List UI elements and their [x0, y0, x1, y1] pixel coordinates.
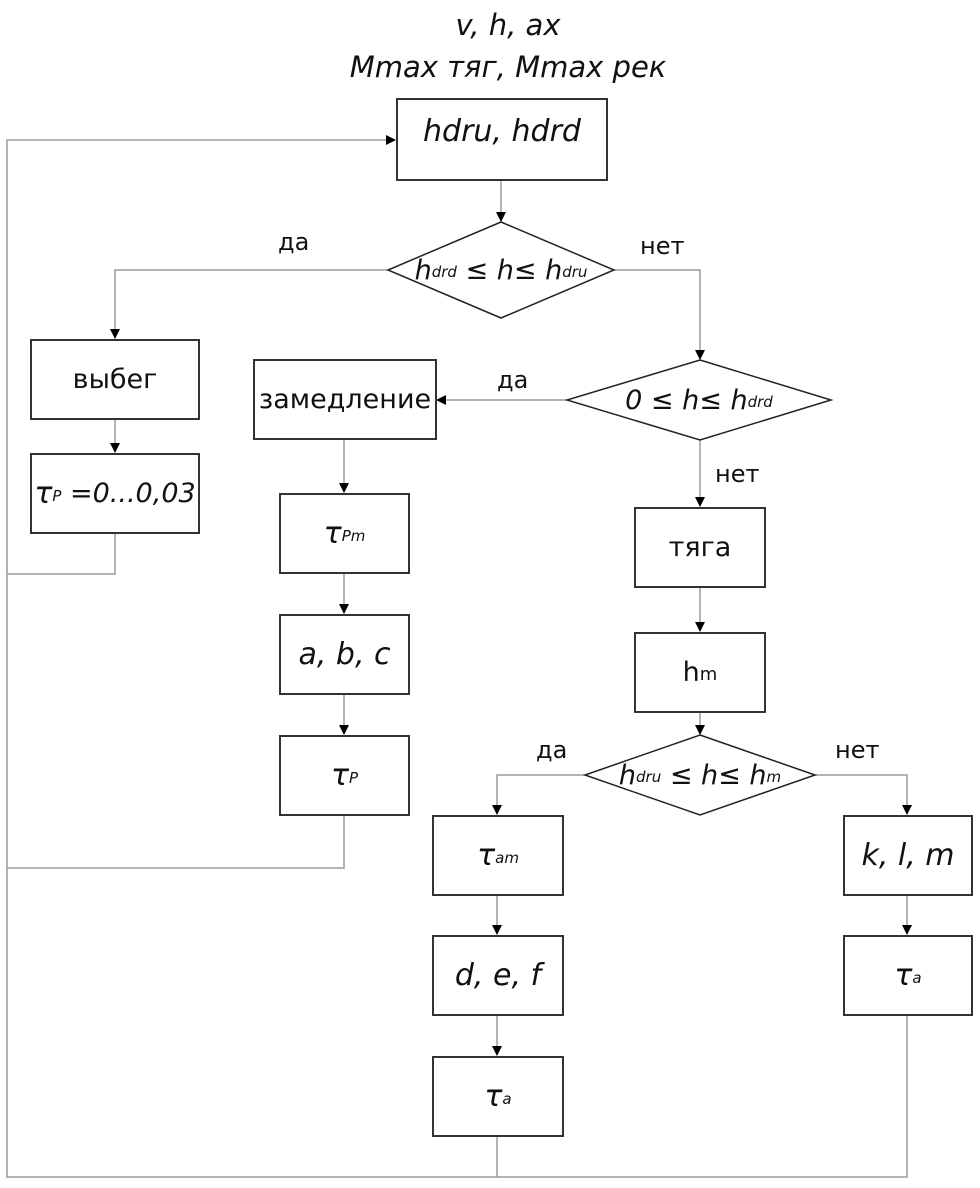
tau-symbol: τ: [477, 838, 496, 873]
tau-symbol: τ: [323, 516, 342, 551]
accel-coeffs-klm-box: k, l, m: [843, 815, 973, 896]
sub-drd: drd: [747, 393, 773, 411]
connector-decel-loop: [7, 815, 345, 869]
coast-tau-range: =0...0,03: [61, 478, 196, 509]
condition-lead: 0 ≤ h≤: [625, 384, 731, 416]
decision1-diamond: [386, 221, 616, 319]
sub-m: m: [699, 664, 718, 685]
tau-symbol: τ: [34, 476, 53, 511]
connector-decision3-no: [815, 774, 912, 815]
decision3-diamond: [582, 734, 818, 816]
operator: ≤ h≤: [456, 254, 546, 286]
operator: ≤ h≤: [661, 759, 750, 791]
decision2-diamond: [564, 359, 834, 441]
traction-box: тяга: [634, 507, 766, 588]
sub-pm: Pm: [341, 526, 366, 545]
inputs-line-1: v, h, ax: [455, 8, 561, 42]
thresholds-box: hdru, hdrd: [396, 98, 608, 181]
decision2-no-label: нет: [715, 460, 760, 488]
decision2-yes-label: да: [497, 366, 529, 394]
var-h: h: [414, 254, 432, 286]
decision3-no-label: нет: [835, 736, 880, 764]
connector-decision1-yes: [110, 269, 388, 339]
decel-coeffs-box: a, b, c: [279, 614, 410, 695]
sub-a: a: [912, 968, 922, 987]
tau-symbol: τ: [484, 1079, 503, 1114]
decel-box: замедление: [253, 359, 437, 440]
var-h: h: [545, 254, 563, 286]
connector-decision3-yes: [492, 774, 585, 815]
accel-coeffs-def-box: d, e, f: [432, 935, 564, 1016]
inputs-line-2: Mmax тяг, Mmax рек: [349, 50, 667, 84]
sub-dru: dru: [562, 263, 588, 281]
sub-dru: dru: [636, 768, 662, 786]
sub-am: am: [495, 848, 519, 867]
var-h: h: [682, 657, 700, 688]
var-h: h: [618, 759, 637, 791]
decision3-yes-label: да: [536, 736, 568, 764]
sub-m: m: [766, 768, 782, 786]
sub-a: a: [502, 1089, 512, 1108]
var-h: h: [749, 759, 767, 791]
sub-drd: drd: [431, 263, 457, 281]
tau-symbol: τ: [330, 758, 349, 793]
sub-p: P: [349, 768, 359, 787]
connector-decision1-no: [614, 269, 705, 360]
connector-coast-loop: [7, 533, 116, 575]
var-h: h: [730, 384, 748, 416]
decision1-no-label: нет: [640, 232, 685, 260]
loop-return-top: [6, 135, 396, 1178]
sub-p: P: [52, 486, 62, 505]
connector-accel-right-loop: [7, 1015, 908, 1178]
coast-box: выбег: [30, 339, 200, 420]
decision1-yes-label: да: [278, 228, 310, 256]
tau-symbol: τ: [894, 958, 913, 993]
